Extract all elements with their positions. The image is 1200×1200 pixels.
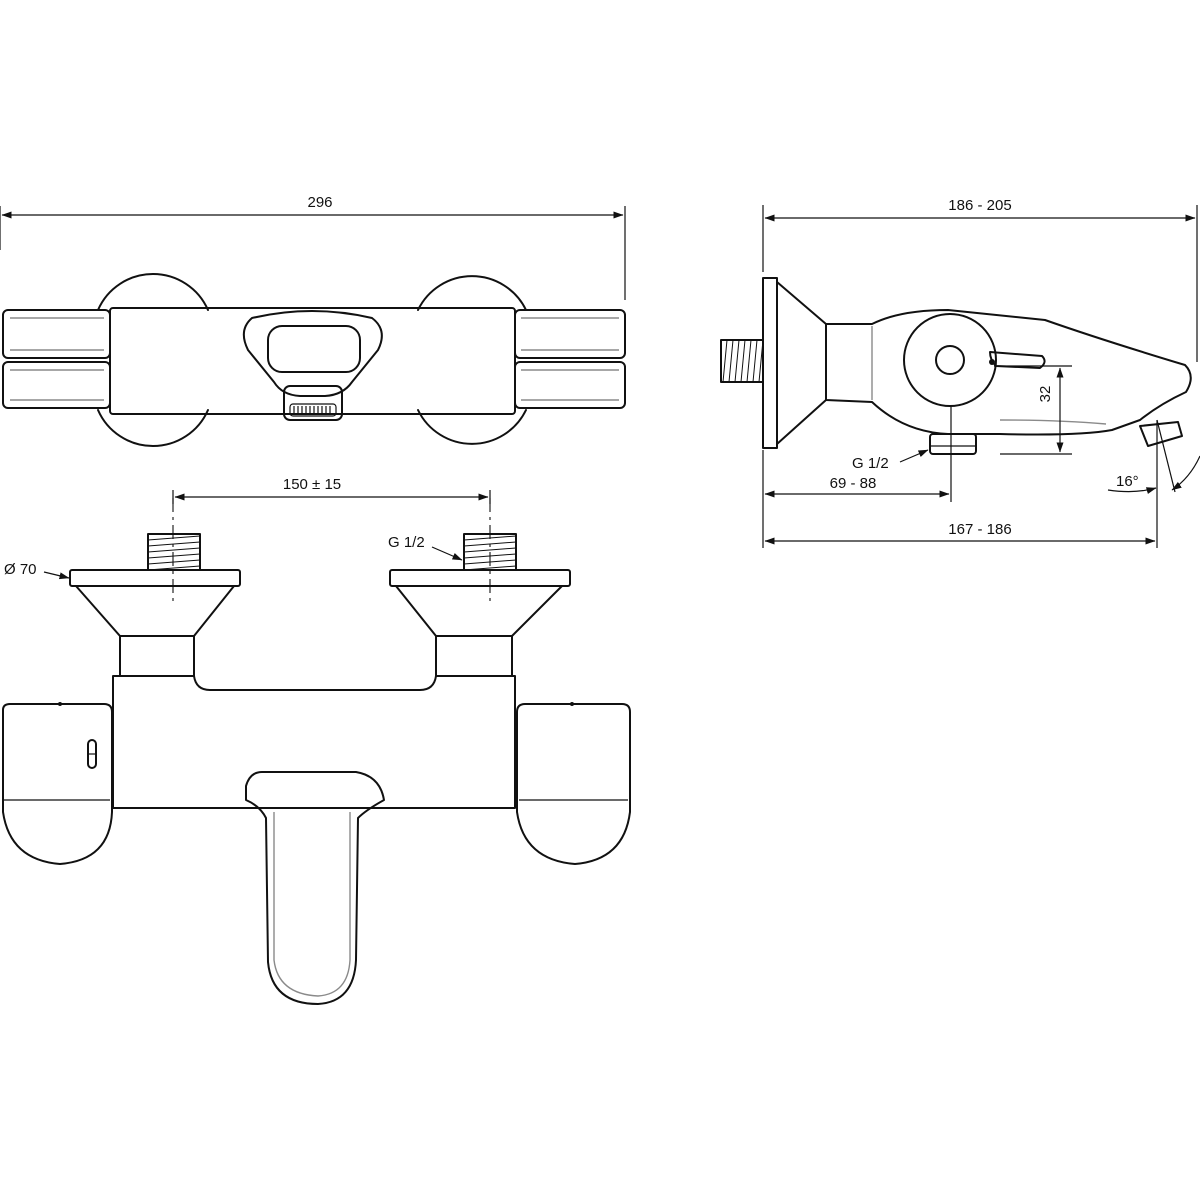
dim-angle: 16° [1116, 473, 1139, 490]
top-view: 296 [0, 194, 626, 448]
dim-spout-reach: 167 - 186 [948, 521, 1011, 538]
right-handle-bottom [514, 361, 626, 409]
side-lever [989, 351, 1046, 369]
top-body [109, 307, 516, 415]
right-wall-disc [417, 275, 527, 445]
front-right-handle [516, 703, 631, 865]
left-collar [119, 635, 195, 677]
dim-inlet-spacing: 150 ± 15 [283, 476, 341, 493]
dim-side-width: 186 - 205 [948, 197, 1011, 214]
dim-top-width: 296 [307, 194, 332, 211]
left-flange [69, 569, 241, 587]
side-flange [762, 277, 778, 449]
side-body [825, 309, 1192, 436]
label-outlet-thread: G 1/2 [852, 455, 889, 472]
front-view: 150 ± 15 Ø 70 G 1/2 [2, 476, 631, 1005]
front-body [112, 675, 516, 809]
front-left-handle [2, 703, 113, 865]
dim-depth-outlet: 69 - 88 [830, 475, 877, 492]
left-handle-bottom [2, 361, 111, 409]
right-handle-top [514, 309, 626, 359]
right-flange [389, 569, 571, 587]
left-wall-disc [97, 272, 209, 448]
dim-height-32: 32 [1037, 386, 1054, 403]
side-outlet [929, 433, 977, 455]
label-inlet-thread: G 1/2 [388, 534, 425, 551]
left-handle-top [2, 309, 111, 359]
top-spout-inner [267, 325, 361, 373]
top-spout [242, 310, 383, 397]
dim-flange-diameter: Ø 70 [4, 561, 37, 578]
aerator [283, 385, 343, 421]
right-collar [435, 635, 513, 677]
side-view: 186 - 205 32 G 1/2 16° 69 - 88 167 - 186 [720, 197, 1200, 548]
front-spout [245, 771, 385, 1005]
side-knob [903, 313, 997, 407]
